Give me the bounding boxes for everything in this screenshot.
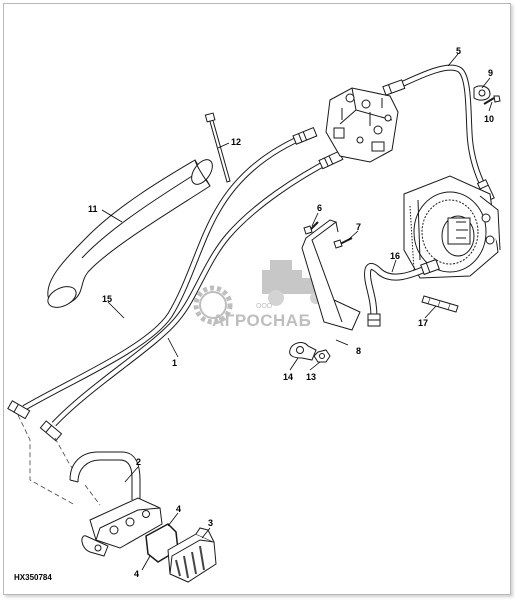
watermark-small-text: ООО — [256, 303, 273, 310]
part-1-hydraulic-hose — [39, 150, 344, 442]
callout-3: 3 — [208, 518, 213, 528]
callout-7: 7 — [356, 222, 361, 232]
hydraulic-motor — [403, 175, 501, 279]
part-5-hydraulic-hose — [382, 64, 495, 203]
callout-12: 12 — [231, 137, 241, 147]
callout-16: 16 — [390, 251, 400, 261]
callout-4a: 4 — [176, 504, 181, 514]
callout-1: 1 — [172, 358, 177, 368]
callout-2: 2 — [136, 457, 141, 467]
control-valve-block — [325, 87, 399, 163]
callout-9: 9 — [488, 68, 493, 78]
callout-5: 5 — [456, 46, 461, 56]
callout-10: 10 — [484, 114, 494, 124]
part-7-screw — [333, 237, 353, 249]
callout-labels: 1 2 3 4 4 5 6 7 8 9 10 11 12 13 14 15 16… — [88, 46, 494, 579]
callout-17: 17 — [418, 318, 428, 328]
watermark-brand-text: АГРОСНАБ — [212, 311, 311, 330]
part-13-nut — [313, 349, 331, 363]
hose-connection-dashes — [17, 414, 101, 506]
gear-icon — [193, 285, 233, 325]
callout-13: 13 — [306, 372, 316, 382]
part-10-bolt — [483, 95, 501, 105]
part-15-hydraulic-hose — [7, 126, 318, 420]
part-6-screw — [303, 221, 319, 235]
part-2-quick-coupler — [69, 451, 163, 557]
callout-15: 15 — [102, 294, 112, 304]
part-9-hose-clamp — [473, 85, 491, 101]
callout-leaders — [101, 53, 493, 571]
part-16-hydraulic-tube — [364, 258, 440, 327]
part-14-p-clip — [289, 342, 317, 361]
part-3-dust-cap — [167, 527, 217, 583]
part-11-protective-sleeve — [47, 159, 213, 308]
diagram-reference-code: HX350784 — [14, 573, 52, 582]
part-8-mounting-bracket — [301, 219, 361, 331]
part-17-pin — [421, 295, 459, 313]
part-12-cable-tie — [204, 112, 231, 183]
callout-6: 6 — [317, 203, 322, 213]
watermark-logo: ООО АГРОСНАБ — [193, 260, 326, 330]
callout-8: 8 — [356, 346, 361, 356]
callout-14: 14 — [283, 372, 293, 382]
diagram-frame — [3, 3, 511, 595]
callout-11: 11 — [88, 204, 98, 214]
callout-4b: 4 — [134, 569, 139, 579]
